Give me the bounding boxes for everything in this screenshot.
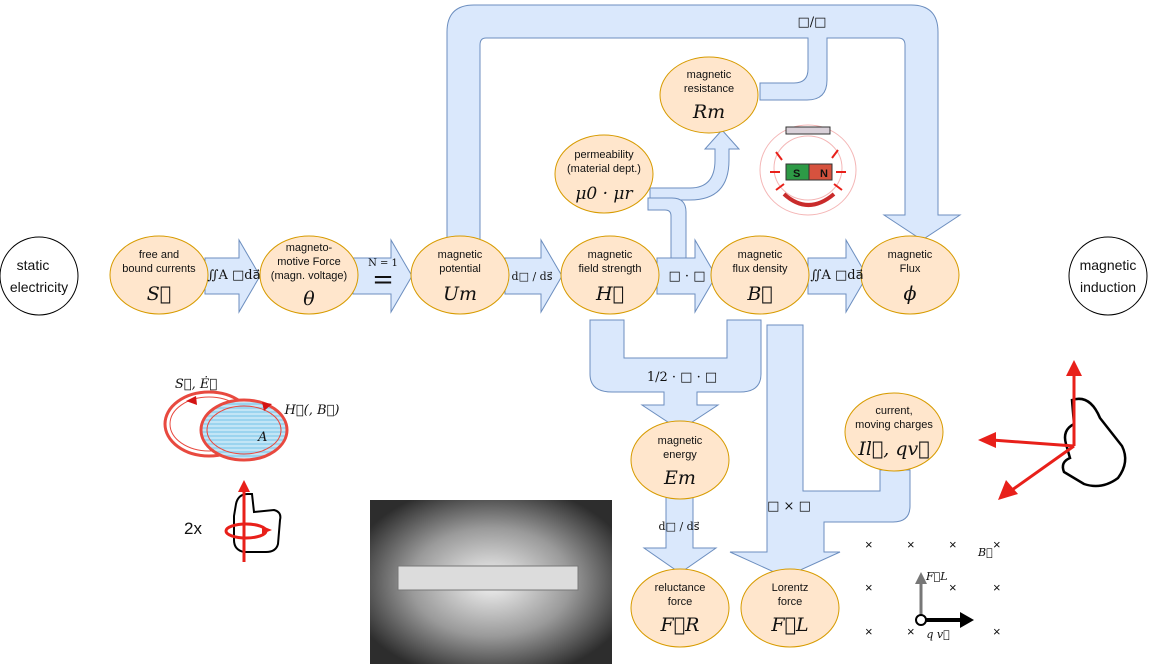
node-lorentz-symbol: F⃗L — [770, 614, 808, 636]
node-resistance-symbol: Rm — [692, 101, 725, 123]
right-hand-rule-illustration — [978, 360, 1127, 500]
node-energy-symbol: Em — [663, 467, 696, 489]
op-product: □ · □ — [669, 269, 706, 284]
arrow-mmf-to-potential — [352, 238, 413, 314]
node-permeability-label: permeability(material dept.) — [567, 149, 641, 175]
lorentz-force-diagram: × × × × × × × × × × B⃗ F⃗L q v⃗ — [865, 537, 1001, 641]
permeability-to-resistance-pipe — [649, 129, 741, 201]
thumb-rule-illustration: 2x — [184, 480, 282, 562]
node-permeability-symbol: μ0 · μr — [575, 184, 633, 204]
b-field-cross: × — [907, 624, 915, 639]
thumb-label: 2x — [184, 519, 202, 538]
b-field-cross: × — [949, 580, 957, 595]
arrow-currents-to-mmf — [204, 238, 261, 314]
node-potential-symbol: Um — [443, 283, 477, 305]
op-derivative-1: d□ / ds⃗ — [512, 270, 553, 283]
node-field — [560, 235, 660, 315]
node-currents-symbol: S⃗ — [147, 283, 171, 305]
magnet-n-label: N — [820, 168, 828, 180]
magnet-s-label: S — [793, 168, 800, 180]
node-flux — [860, 235, 960, 315]
node-field-symbol: H⃗ — [595, 283, 624, 305]
b-field-cross: × — [993, 580, 1001, 595]
arrow-field-to-density — [656, 238, 717, 314]
node-currents — [109, 235, 209, 315]
node-current-label: current,moving charges — [855, 405, 933, 431]
arrow-density-to-flux — [807, 238, 868, 314]
node-density-symbol: B⃗ — [746, 283, 772, 305]
rings-right-label: H⃗(, B⃗) — [284, 403, 340, 418]
node-resistance — [659, 56, 759, 134]
iron-filings-photo — [370, 500, 612, 664]
node-current — [844, 392, 944, 472]
lorentz-pipe — [729, 324, 911, 578]
op-integral-1: ∬A □da⃗ — [207, 268, 260, 283]
magnetic-induction-circle — [1068, 236, 1148, 316]
node-current-symbol: Il⃗, qv⃗ — [857, 438, 929, 460]
b-field-cross: × — [865, 580, 873, 595]
node-reluctance — [630, 568, 730, 648]
magnet-field-illustration: S N — [759, 124, 857, 216]
op-cross: □ × □ — [767, 499, 811, 514]
b-field-cross: × — [865, 537, 873, 552]
op-integral-2: ∬A □da⃗ — [810, 268, 863, 283]
top-loop-pipe — [446, 4, 962, 241]
energy-funnel-pipe — [589, 319, 762, 431]
node-flux-symbol: ϕ — [904, 283, 917, 305]
node-permeability — [554, 134, 654, 214]
op-equals: = — [372, 265, 394, 295]
b-field-label: B⃗ — [977, 546, 993, 559]
b-field-cross: × — [993, 624, 1001, 639]
op-ratio: □/□ — [798, 15, 827, 30]
node-reluctance-symbol: F⃗R — [660, 614, 700, 636]
force-label: F⃗L — [925, 570, 948, 583]
b-field-cross: × — [865, 624, 873, 639]
arrow-potential-to-field — [504, 238, 563, 314]
rings-area-label: A — [257, 430, 267, 445]
op-n-equals: N = 1 — [368, 258, 398, 269]
b-field-cross: × — [993, 537, 1001, 552]
node-potential — [410, 235, 510, 315]
node-mmf — [259, 235, 359, 315]
permeability-to-product-pipe — [647, 197, 687, 261]
b-field-cross: × — [949, 537, 957, 552]
node-mmf-label: magneto-motive Force(magn. voltage) — [271, 242, 347, 282]
rings-top-label: S⃗, Ė⃗ — [175, 375, 217, 392]
op-derivative-2: d□ / ds⃗ — [659, 520, 700, 533]
static-electricity-circle — [0, 236, 79, 316]
energy-to-reluctance-pipe — [642, 489, 718, 574]
node-density — [710, 235, 810, 315]
node-energy — [630, 420, 730, 500]
linked-rings-illustration: A S⃗, Ė⃗ H⃗(, B⃗) — [163, 375, 340, 462]
node-lorentz — [740, 568, 840, 648]
charge-label: q v⃗ — [926, 628, 949, 641]
node-mmf-symbol: θ — [303, 288, 315, 310]
b-field-cross: × — [907, 537, 915, 552]
op-half: 1/2 · □ · □ — [647, 370, 717, 385]
